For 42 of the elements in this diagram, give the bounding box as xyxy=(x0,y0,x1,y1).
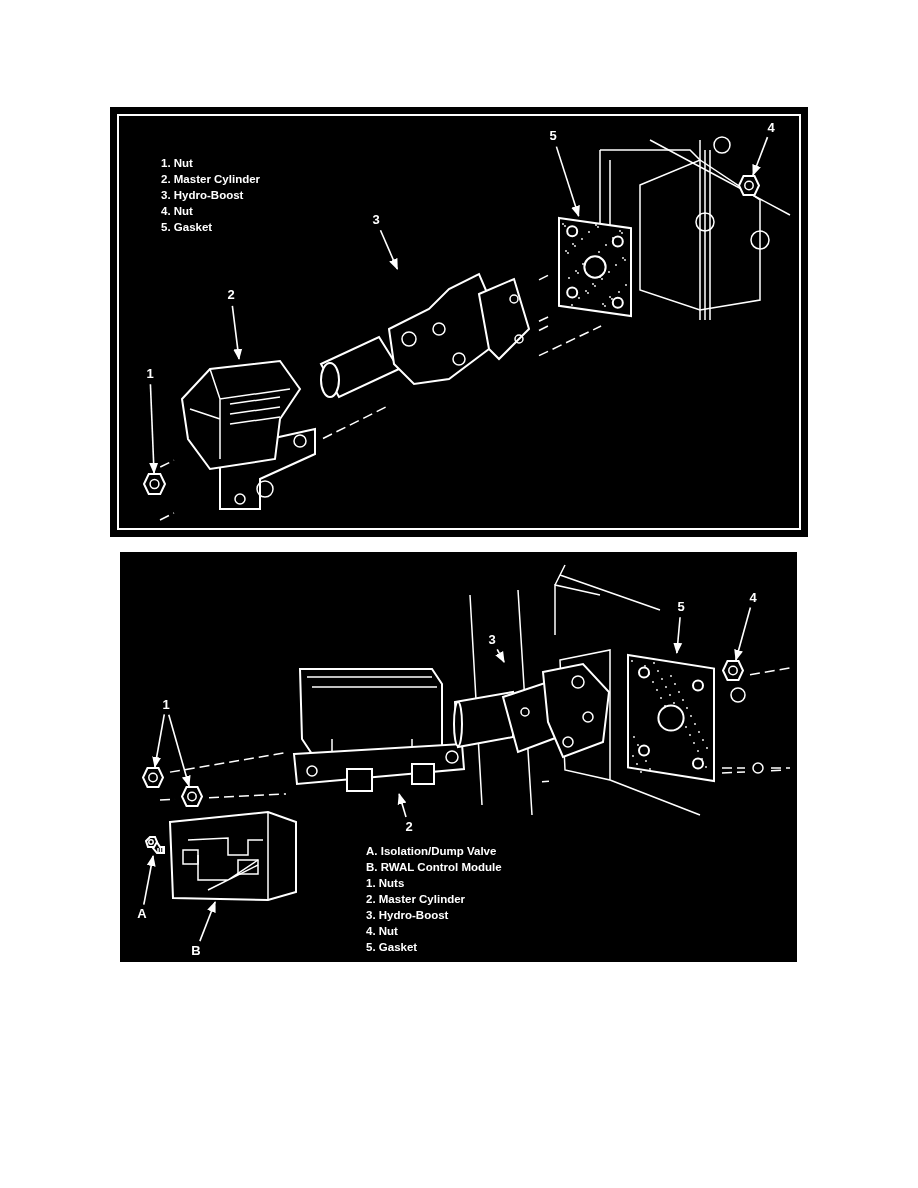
control-module-drawing xyxy=(168,810,298,902)
parts-list-item: 5. Gasket xyxy=(366,940,418,954)
parts-list-item: 2. Master Cylinder xyxy=(161,172,261,186)
leader-arrow xyxy=(734,606,752,662)
callout-number: 3 xyxy=(485,632,499,648)
parts-list-item: 4. Nut xyxy=(161,204,193,218)
leader-arrow xyxy=(231,305,243,361)
callout-number: 4 xyxy=(746,590,760,606)
gasket-drawing xyxy=(626,653,716,783)
parts-list-item: 2. Master Cylinder xyxy=(366,892,466,906)
callout-number: 5 xyxy=(674,599,688,615)
leader-arrow xyxy=(168,714,191,788)
callout-number: B xyxy=(189,943,203,959)
leader-arrow xyxy=(199,900,216,942)
parts-list-item: B. RWAL Control Module xyxy=(366,860,502,874)
callout-number: 1 xyxy=(159,697,173,713)
leader-arrow xyxy=(752,136,769,177)
valve-drawing xyxy=(145,836,165,856)
parts-list-item: 5. Gasket xyxy=(161,220,213,234)
leader-arrow xyxy=(149,383,159,475)
callout-number: 4 xyxy=(764,120,778,136)
callout-number: 2 xyxy=(224,287,238,303)
callout-number: 3 xyxy=(369,212,383,228)
master-cylinder-drawing xyxy=(180,359,317,511)
leader-arrow xyxy=(397,792,407,818)
leader-arrow xyxy=(379,229,399,271)
leader-arrow xyxy=(495,648,505,663)
parts-list-item: A. Isolation/Dump Valve xyxy=(366,844,497,858)
parts-list-item: 1. Nuts xyxy=(366,876,405,890)
parts-list-item: 1. Nut xyxy=(161,156,193,170)
callout-number: 5 xyxy=(546,128,560,144)
callout-number: 1 xyxy=(143,366,157,382)
parts-list-item: 4. Nut xyxy=(366,924,398,938)
leader-arrow xyxy=(673,616,683,655)
parts-list-item: 3. Hydro-Boost xyxy=(366,908,449,922)
parts-list-item: 3. Hydro-Boost xyxy=(161,188,244,202)
leader-arrow xyxy=(152,713,166,769)
callout-number: 2 xyxy=(402,819,416,835)
callout-number: A xyxy=(135,906,149,922)
leader-arrow xyxy=(555,145,580,218)
gasket-drawing xyxy=(557,216,633,318)
leader-arrow xyxy=(143,854,156,906)
